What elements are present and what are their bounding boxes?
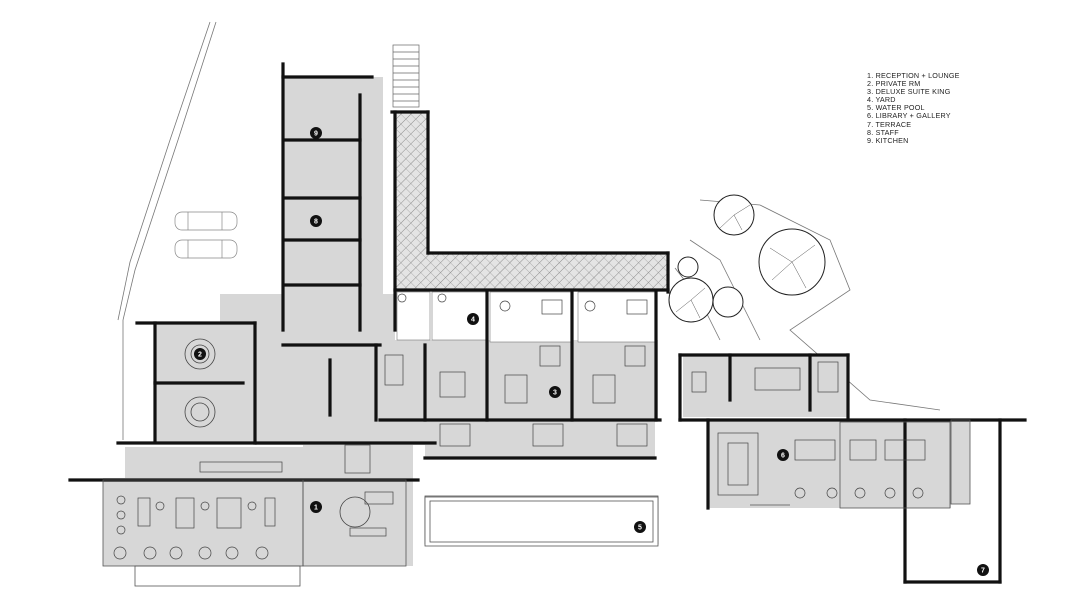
legend-item: 5. WATER POOL <box>867 103 925 113</box>
parked-cars <box>174 211 238 259</box>
room-markers: 1 2 3 4 5 6 7 8 9 <box>194 127 989 576</box>
marker-3: 3 <box>549 386 561 398</box>
svg-text:7: 7 <box>981 568 985 575</box>
svg-text:2: 2 <box>198 352 202 359</box>
water-pool <box>424 496 659 547</box>
marker-8: 8 <box>310 215 322 227</box>
legend-item: 8. STAFF <box>867 127 899 137</box>
legend-item: 7. TERRACE <box>867 119 912 129</box>
svg-text:3: 3 <box>553 390 557 397</box>
svg-text:9: 9 <box>314 131 318 138</box>
legend-item: 3. DELUXE SUITE KING <box>867 87 951 97</box>
entrance-stair <box>392 44 420 108</box>
suite-furniture <box>384 293 648 447</box>
tree-branches <box>675 204 816 319</box>
suite-courtyards <box>396 291 657 343</box>
lounge-furniture <box>113 461 394 560</box>
svg-text:1: 1 <box>314 505 318 512</box>
legend-item: 6. LIBRARY + GALLERY <box>867 111 951 121</box>
yard-hatch <box>395 113 668 290</box>
legend-item: 1. RECEPTION + LOUNGE <box>867 71 960 80</box>
marker-9: 9 <box>310 127 322 139</box>
marker-2: 2 <box>194 348 206 360</box>
library-furniture <box>691 361 926 499</box>
marker-6: 6 <box>777 449 789 461</box>
svg-text:5: 5 <box>638 525 642 532</box>
legend-item: 2. PRIVATE RM <box>867 79 921 89</box>
svg-text:8: 8 <box>314 219 318 226</box>
legend-item: 4. YARD <box>867 95 896 105</box>
svg-text:4: 4 <box>471 317 475 324</box>
marker-7: 7 <box>977 564 989 576</box>
marker-1: 1 <box>310 501 322 513</box>
round-tables <box>184 338 371 528</box>
floor-areas <box>103 77 970 566</box>
marker-4: 4 <box>467 313 479 325</box>
marker-5: 5 <box>634 521 646 533</box>
legend-item: 9. KITCHEN <box>867 135 909 145</box>
svg-text:6: 6 <box>781 453 785 460</box>
legend: 1. RECEPTION + LOUNGE 2. PRIVATE RM 3. D… <box>867 71 960 145</box>
